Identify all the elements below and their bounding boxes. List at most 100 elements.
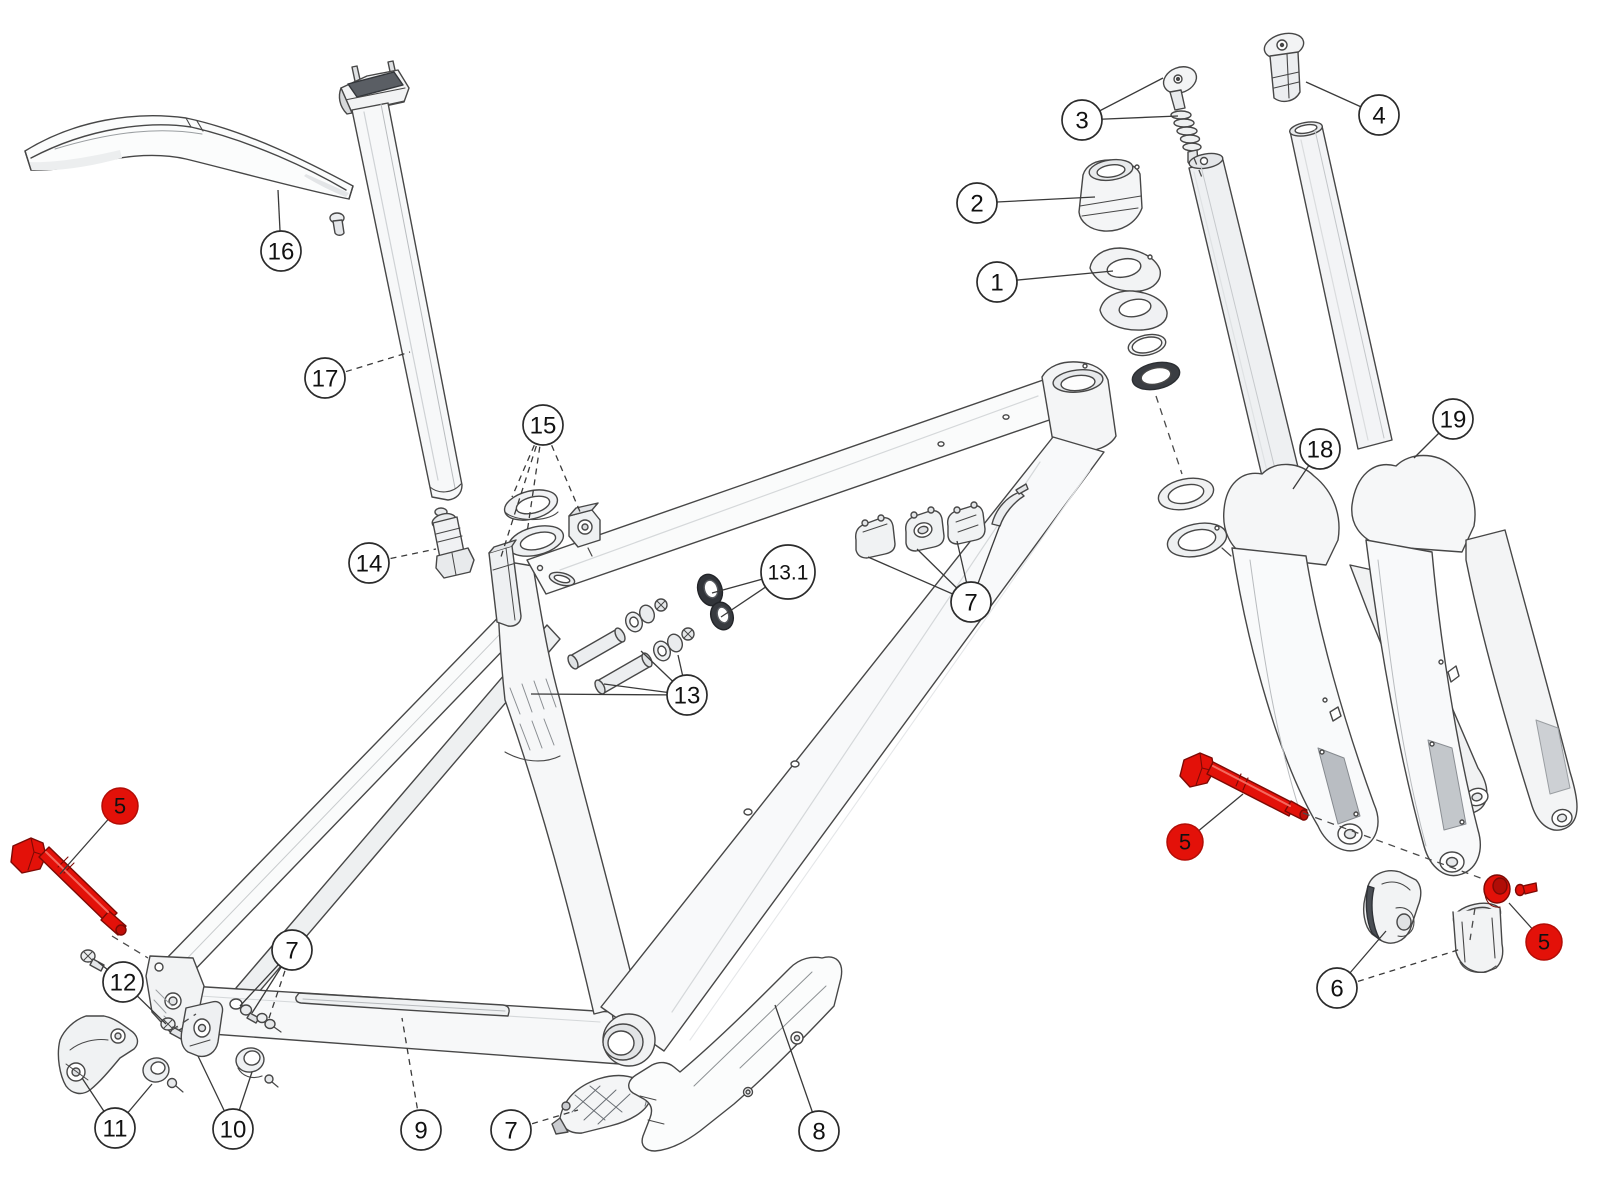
callout-10: 10	[197, 1055, 254, 1150]
callout-17: 17	[304, 351, 411, 399]
saddle-fixing-bolt	[330, 213, 344, 235]
bb-cable-guide-part-7	[552, 1076, 650, 1134]
callout-15: 15	[499, 404, 582, 561]
callout-12: 12	[97, 961, 167, 1025]
assembly-axis-line	[171, 1013, 197, 1031]
callout-circle	[102, 961, 144, 1003]
callout-7-bb-guide: 7	[490, 1109, 579, 1151]
callout-circle	[1299, 428, 1341, 470]
headset-cover-part-2	[1079, 157, 1142, 231]
fork-part-19	[1289, 120, 1577, 876]
callout-13.1: 13.1	[711, 544, 816, 618]
assembly-axis-line	[1469, 907, 1476, 941]
callout-label: 5	[1538, 930, 1550, 955]
callout-7-seatstay: 7	[239, 929, 313, 1022]
cable-guides-part-7	[856, 484, 1028, 558]
callout-label: 9	[414, 1117, 427, 1144]
callout-19: 19	[1413, 398, 1474, 459]
callout-label: 7	[504, 1117, 517, 1144]
leader-line	[530, 693, 688, 696]
assembly-axis-line	[1155, 395, 1183, 475]
callout-6: 6	[1316, 930, 1462, 1009]
callout-circle	[950, 581, 992, 623]
assembly-axis-line	[1193, 157, 1204, 181]
leader-line	[526, 424, 544, 534]
callout-label: 12	[110, 969, 137, 996]
callout-circle	[666, 674, 708, 716]
spacer-discs-part-13-1	[694, 571, 737, 633]
bottom-bracket-shell	[603, 1014, 655, 1066]
headset-bearing-stack-part-1	[1090, 248, 1231, 562]
callout-circle	[1316, 967, 1358, 1009]
callout-label: 19	[1440, 406, 1467, 433]
callout-label: 10	[220, 1116, 247, 1143]
callout-circle	[490, 1109, 532, 1151]
callout-circle	[304, 357, 346, 399]
callout-circle	[522, 404, 564, 446]
callout-label: 7	[285, 937, 298, 964]
expander-plug-part-4	[1262, 30, 1307, 102]
callout-label: 5	[1179, 830, 1191, 855]
callout-4: 4	[1305, 81, 1400, 136]
callout-circle	[94, 1107, 136, 1149]
callout-label: 11	[103, 1115, 128, 1142]
callout-1: 1	[976, 261, 1114, 303]
assembly-axis-line	[111, 935, 149, 959]
callout-label: 1	[990, 269, 1003, 296]
dropout-inserts-part-10	[181, 1002, 278, 1087]
callout-16: 16	[260, 189, 302, 272]
callout-label: 3	[1075, 107, 1088, 134]
callout-circle	[1061, 99, 1103, 141]
callout-label: 17	[312, 365, 339, 392]
callout-label: 7	[964, 589, 977, 616]
chainstay-protector-part-9	[296, 993, 509, 1016]
thru-axle-front-part-5	[11, 838, 126, 935]
callout-circle	[976, 261, 1018, 303]
callout-9: 9	[400, 1017, 442, 1151]
pivot-bolts-part-7	[230, 999, 281, 1032]
axle-nut-part-5	[1484, 875, 1537, 907]
callout-5-fork-axle: 5	[1166, 793, 1244, 861]
callout-circle	[260, 230, 302, 272]
callout-circle	[400, 1109, 442, 1151]
callout-7-toptube: 7	[867, 524, 1001, 623]
callout-8: 8	[774, 1004, 840, 1152]
callout-13: 13	[530, 650, 708, 716]
callout-label: 6	[1330, 975, 1343, 1002]
hanger-bolts-part-12	[81, 950, 184, 1039]
callout-label: 13	[674, 682, 701, 709]
leader-line	[499, 424, 544, 561]
callout-11: 11	[81, 1077, 153, 1149]
callout-circle	[212, 1108, 254, 1150]
callout-label: 15	[530, 412, 557, 439]
callout-circle	[760, 544, 816, 600]
callout-label: 2	[970, 190, 983, 217]
callout-circle	[1525, 923, 1563, 961]
callout-label: 18	[1307, 436, 1334, 463]
axle-spacers-part-13	[566, 599, 694, 696]
callout-18: 18	[1292, 428, 1341, 490]
frame-rear-triangle	[164, 596, 620, 1064]
callout-label: 5	[114, 794, 126, 819]
callout-label: 4	[1372, 102, 1385, 129]
callout-3: 3	[1061, 77, 1179, 141]
callout-circle	[271, 929, 313, 971]
leader-line	[774, 1004, 820, 1132]
callout-circle	[101, 787, 139, 825]
callout-label: 14	[356, 550, 383, 577]
callout-label: 13.1	[768, 561, 809, 584]
fork-crown-cover-part-6	[1364, 871, 1503, 973]
callout-circle	[1358, 94, 1400, 136]
callout-5-front-axle: 5	[59, 787, 139, 875]
callout-circle	[348, 542, 390, 584]
frame-front-triangle	[497, 362, 1116, 1051]
callout-circle	[1166, 823, 1204, 861]
thru-axle-fork-part-5	[1180, 753, 1308, 820]
leader-line	[401, 1017, 422, 1131]
callout-label: 8	[812, 1118, 825, 1145]
callout-circle	[798, 1110, 840, 1152]
callout-label: 16	[268, 238, 295, 265]
